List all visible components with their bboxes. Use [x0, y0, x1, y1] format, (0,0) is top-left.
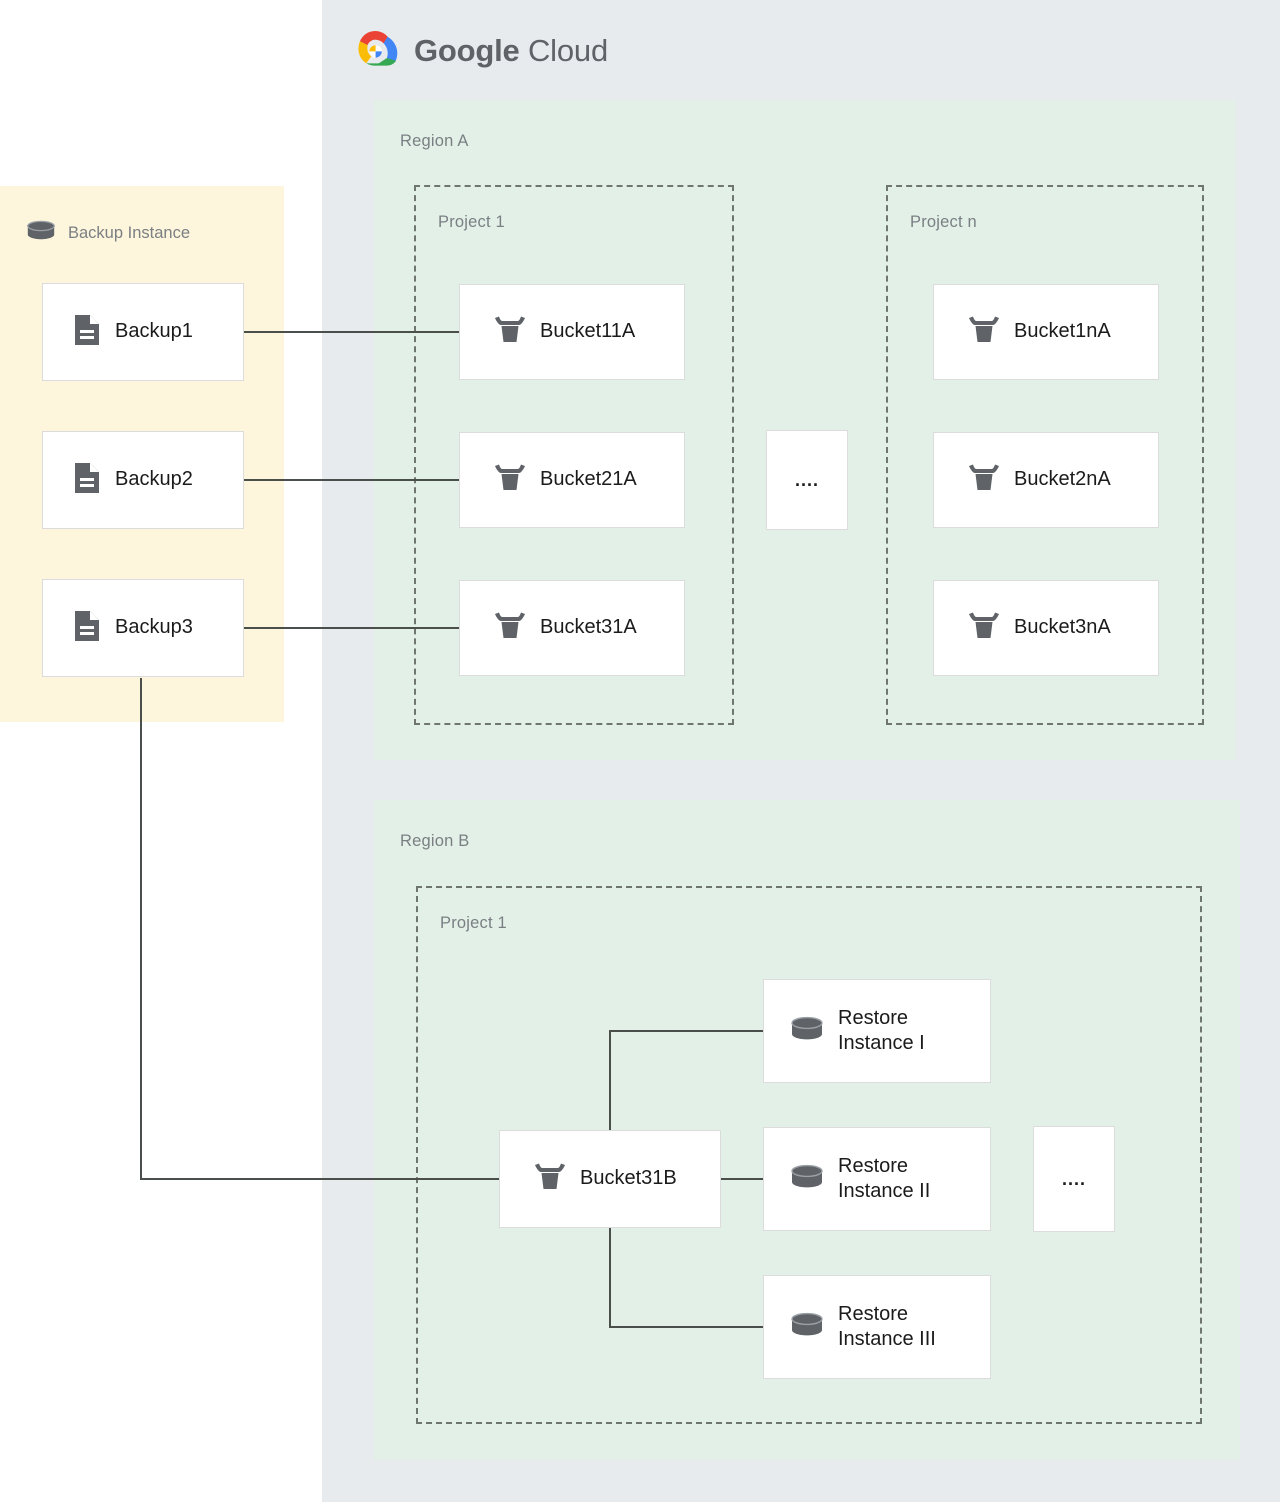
node-bucket31b[interactable]: Bucket31B — [499, 1130, 721, 1228]
node-bucket1na[interactable]: Bucket1nA — [933, 284, 1159, 380]
region-b-ellipsis-card: .... — [1033, 1126, 1115, 1232]
storage-bucket-icon — [968, 611, 1000, 646]
node-label: Bucket21A — [540, 468, 637, 491]
node-label: Restore Instance III — [838, 1302, 936, 1350]
ellipsis-label: .... — [794, 469, 819, 490]
connector-bucket31b-restore-iii — [609, 1228, 763, 1328]
node-label: Restore Instance II — [838, 1154, 931, 1202]
node-bucket21a[interactable]: Bucket21A — [459, 432, 685, 528]
node-label: Bucket2nA — [1014, 468, 1111, 491]
node-label: Backup2 — [115, 468, 193, 491]
node-label: Bucket31B — [580, 1167, 677, 1190]
database-cylinder-icon — [790, 1310, 824, 1345]
node-label: Bucket3nA — [1014, 616, 1111, 639]
backup-instance-header: Backup Instance — [26, 218, 190, 249]
storage-bucket-icon — [494, 315, 526, 350]
node-label: Backup1 — [115, 320, 193, 343]
node-bucket31a[interactable]: Bucket31A — [459, 580, 685, 676]
node-label: Restore Instance I — [838, 1006, 925, 1054]
node-backup2[interactable]: Backup2 — [42, 431, 244, 529]
google-cloud-logo-icon — [356, 30, 402, 72]
database-cylinder-icon — [790, 1014, 824, 1049]
connector-backup3-bucket31b — [140, 678, 499, 1180]
document-icon — [73, 314, 101, 351]
region-b-label: Region B — [400, 832, 470, 850]
brand-cloud: Cloud — [528, 33, 608, 68]
node-bucket3na[interactable]: Bucket3nA — [933, 580, 1159, 676]
backup-instance-title: Backup Instance — [68, 224, 190, 242]
document-icon — [73, 462, 101, 499]
storage-bucket-icon — [534, 1162, 566, 1197]
region-a-project-1-box: Project 1 — [414, 185, 734, 725]
node-bucket2na[interactable]: Bucket2nA — [933, 432, 1159, 528]
region-a-label: Region A — [400, 132, 469, 150]
node-backup3[interactable]: Backup3 — [42, 579, 244, 677]
node-bucket11a[interactable]: Bucket11A — [459, 284, 685, 380]
region-a-project-1-label: Project 1 — [438, 213, 505, 231]
node-label: Backup3 — [115, 616, 193, 639]
brand-google: Google — [414, 33, 520, 68]
storage-bucket-icon — [968, 315, 1000, 350]
storage-bucket-icon — [968, 463, 1000, 498]
node-label: Bucket11A — [540, 320, 636, 343]
node-restore-instance-ii[interactable]: Restore Instance II — [763, 1127, 991, 1231]
connector-bucket31b-restore-i — [609, 1030, 763, 1130]
database-cylinder-icon — [790, 1162, 824, 1197]
region-a-project-n-label: Project n — [910, 213, 977, 231]
storage-bucket-icon — [494, 611, 526, 646]
document-icon — [73, 610, 101, 647]
node-label: Bucket31A — [540, 616, 637, 639]
region-b-project-1-box: Project 1 — [416, 886, 1202, 1424]
ellipsis-label: .... — [1061, 1168, 1086, 1189]
database-cylinder-icon — [26, 218, 56, 249]
google-cloud-wordmark: Google Cloud — [414, 33, 608, 69]
region-b-project-1-label: Project 1 — [440, 914, 507, 932]
node-backup1[interactable]: Backup1 — [42, 283, 244, 381]
node-restore-instance-i[interactable]: Restore Instance I — [763, 979, 991, 1083]
node-restore-instance-iii[interactable]: Restore Instance III — [763, 1275, 991, 1379]
region-a-ellipsis-card: .... — [766, 430, 848, 530]
node-label: Bucket1nA — [1014, 320, 1111, 343]
storage-bucket-icon — [494, 463, 526, 498]
region-a-project-n-box: Project n — [886, 185, 1204, 725]
